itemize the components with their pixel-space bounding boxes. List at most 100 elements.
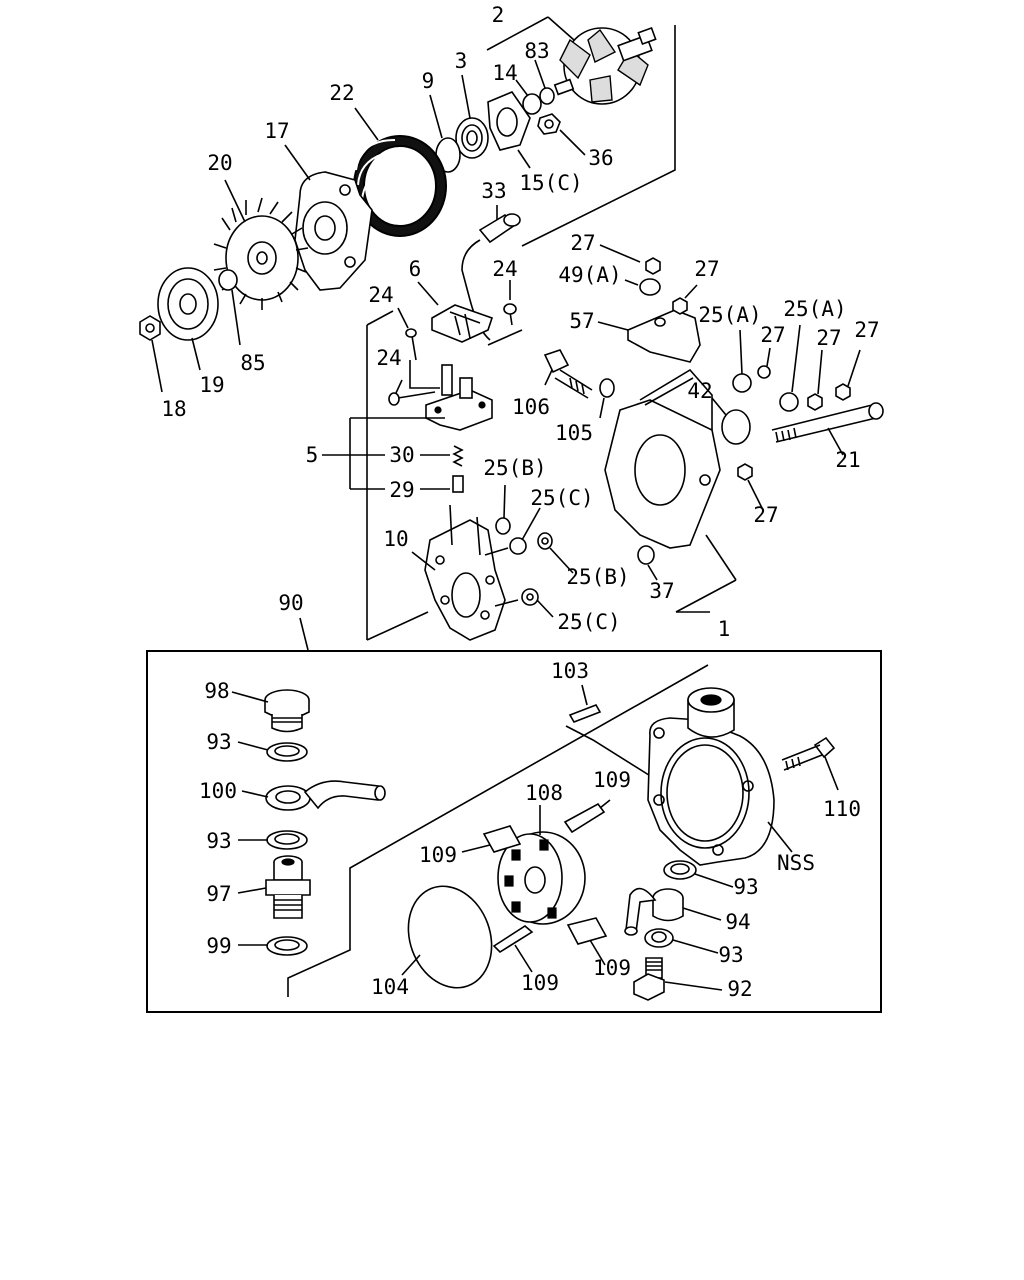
callout-27c: 27 bbox=[760, 323, 785, 347]
callout-25a2: 25(A) bbox=[783, 297, 846, 321]
callout-93d: 93 bbox=[718, 943, 743, 967]
cover-part-57 bbox=[627, 309, 701, 363]
callout-93b: 93 bbox=[206, 829, 231, 853]
nut-part-18 bbox=[139, 315, 161, 341]
leader-lines-lower bbox=[231, 684, 839, 991]
nut-part-27a bbox=[645, 257, 661, 275]
callout-99: 99 bbox=[206, 934, 231, 958]
brush-holder-part-5 bbox=[425, 364, 493, 431]
callout-27d: 27 bbox=[816, 326, 841, 350]
brush-part-29 bbox=[452, 475, 464, 493]
callout-9: 9 bbox=[422, 69, 435, 93]
washer-part-105 bbox=[599, 378, 615, 398]
callout-93c: 93 bbox=[733, 875, 758, 899]
callout-bracket-2 bbox=[486, 16, 575, 51]
callout-15c: 15(C) bbox=[519, 171, 582, 195]
callout-90: 90 bbox=[278, 591, 303, 615]
callout-110: 110 bbox=[823, 797, 861, 821]
screw-part-24c bbox=[388, 391, 436, 406]
callout-109b: 109 bbox=[419, 843, 457, 867]
callout-97: 97 bbox=[206, 882, 231, 906]
insulator-part-25a2 bbox=[779, 392, 799, 412]
pump-rotor-part-108 bbox=[497, 831, 586, 925]
callout-106: 106 bbox=[512, 395, 550, 419]
callout-100: 100 bbox=[199, 779, 237, 803]
callout-93a: 93 bbox=[206, 730, 231, 754]
nut-part-27d bbox=[807, 393, 823, 411]
o-ring-part-104 bbox=[407, 885, 493, 989]
washer-part-49a bbox=[639, 278, 661, 296]
callout-37: 37 bbox=[649, 579, 674, 603]
callout-25c1: 25(C) bbox=[530, 486, 593, 510]
callout-103: 103 bbox=[551, 659, 589, 683]
callout-33: 33 bbox=[481, 179, 506, 203]
callout-5: 5 bbox=[306, 443, 319, 467]
callout-85: 85 bbox=[240, 351, 265, 375]
callout-17: 17 bbox=[264, 119, 289, 143]
pulley-part-19 bbox=[157, 267, 219, 341]
washer-part-93c bbox=[663, 860, 697, 880]
callout-104: 104 bbox=[371, 975, 409, 999]
callout-6: 6 bbox=[409, 257, 422, 281]
callout-98: 98 bbox=[204, 679, 229, 703]
pump-housing-part-nss bbox=[647, 687, 775, 866]
spring-part-30 bbox=[452, 445, 464, 467]
nut-part-36 bbox=[537, 113, 561, 135]
washer-part-14 bbox=[522, 93, 542, 115]
callout-109d: 109 bbox=[521, 971, 559, 995]
rear-housing-part-1 bbox=[604, 368, 721, 549]
callout-42: 42 bbox=[687, 379, 712, 403]
callout-10: 10 bbox=[383, 527, 408, 551]
vane-part-109b bbox=[563, 802, 606, 834]
callout-92: 92 bbox=[727, 977, 752, 1001]
callout-24b: 24 bbox=[368, 283, 393, 307]
callout-22: 22 bbox=[329, 81, 354, 105]
o-ring-part-42 bbox=[721, 409, 751, 445]
cap-part-98 bbox=[264, 689, 310, 733]
ring-part-83 bbox=[539, 87, 555, 105]
callout-20: 20 bbox=[207, 151, 232, 175]
callout-25b1: 25(B) bbox=[483, 456, 546, 480]
insulator-part-25c2 bbox=[521, 588, 539, 606]
stator-part-22 bbox=[353, 135, 447, 237]
callout-bracket-1 bbox=[675, 534, 737, 613]
insulator-part-25b1 bbox=[495, 517, 511, 535]
fan-part-20 bbox=[213, 197, 309, 310]
callout-109c: 109 bbox=[593, 956, 631, 980]
insulator-part-25a1 bbox=[732, 373, 752, 393]
through-bolt-part-21 bbox=[771, 402, 884, 443]
callout-30: 30 bbox=[389, 443, 414, 467]
regulator-part-6 bbox=[431, 304, 494, 343]
callout-25b2: 25(B) bbox=[566, 565, 629, 589]
bearing-part-3 bbox=[455, 117, 489, 159]
callout-2: 2 bbox=[492, 3, 505, 27]
callout-18: 18 bbox=[161, 397, 186, 421]
union-part-97 bbox=[265, 855, 311, 919]
callout-labels: 2 83 3 14 9 22 36 15(C) 17 20 33 27 49(A… bbox=[161, 3, 879, 1001]
insulator-part-25b2 bbox=[537, 532, 553, 550]
screw-part-24b bbox=[503, 303, 517, 326]
bolt-part-110 bbox=[781, 736, 836, 771]
callout-19: 19 bbox=[199, 373, 224, 397]
callout-105: 105 bbox=[555, 421, 593, 445]
callout-24a: 24 bbox=[492, 257, 517, 281]
callout-36: 36 bbox=[588, 146, 613, 170]
screw-part-24a bbox=[405, 328, 417, 361]
nut-part-27b bbox=[672, 297, 688, 315]
callout-29: 29 bbox=[389, 478, 414, 502]
callout-49a: 49(A) bbox=[558, 263, 621, 287]
nut-part-27e bbox=[835, 383, 851, 401]
kit-box-90 bbox=[146, 650, 882, 1013]
nut-part-27f bbox=[737, 463, 753, 481]
spacer-part-85 bbox=[218, 269, 238, 291]
front-housing-part-17 bbox=[294, 171, 373, 291]
callout-83: 83 bbox=[524, 39, 549, 63]
banjo-fitting-part-100 bbox=[265, 780, 386, 811]
callout-25c2: 25(C) bbox=[557, 610, 620, 634]
callout-27a: 27 bbox=[570, 231, 595, 255]
rectifier-part-10 bbox=[424, 504, 519, 641]
plate-part-15c bbox=[487, 91, 531, 151]
vane-part-109a bbox=[482, 825, 522, 853]
callout-57: 57 bbox=[569, 309, 594, 333]
insulator-part-37 bbox=[637, 545, 655, 565]
